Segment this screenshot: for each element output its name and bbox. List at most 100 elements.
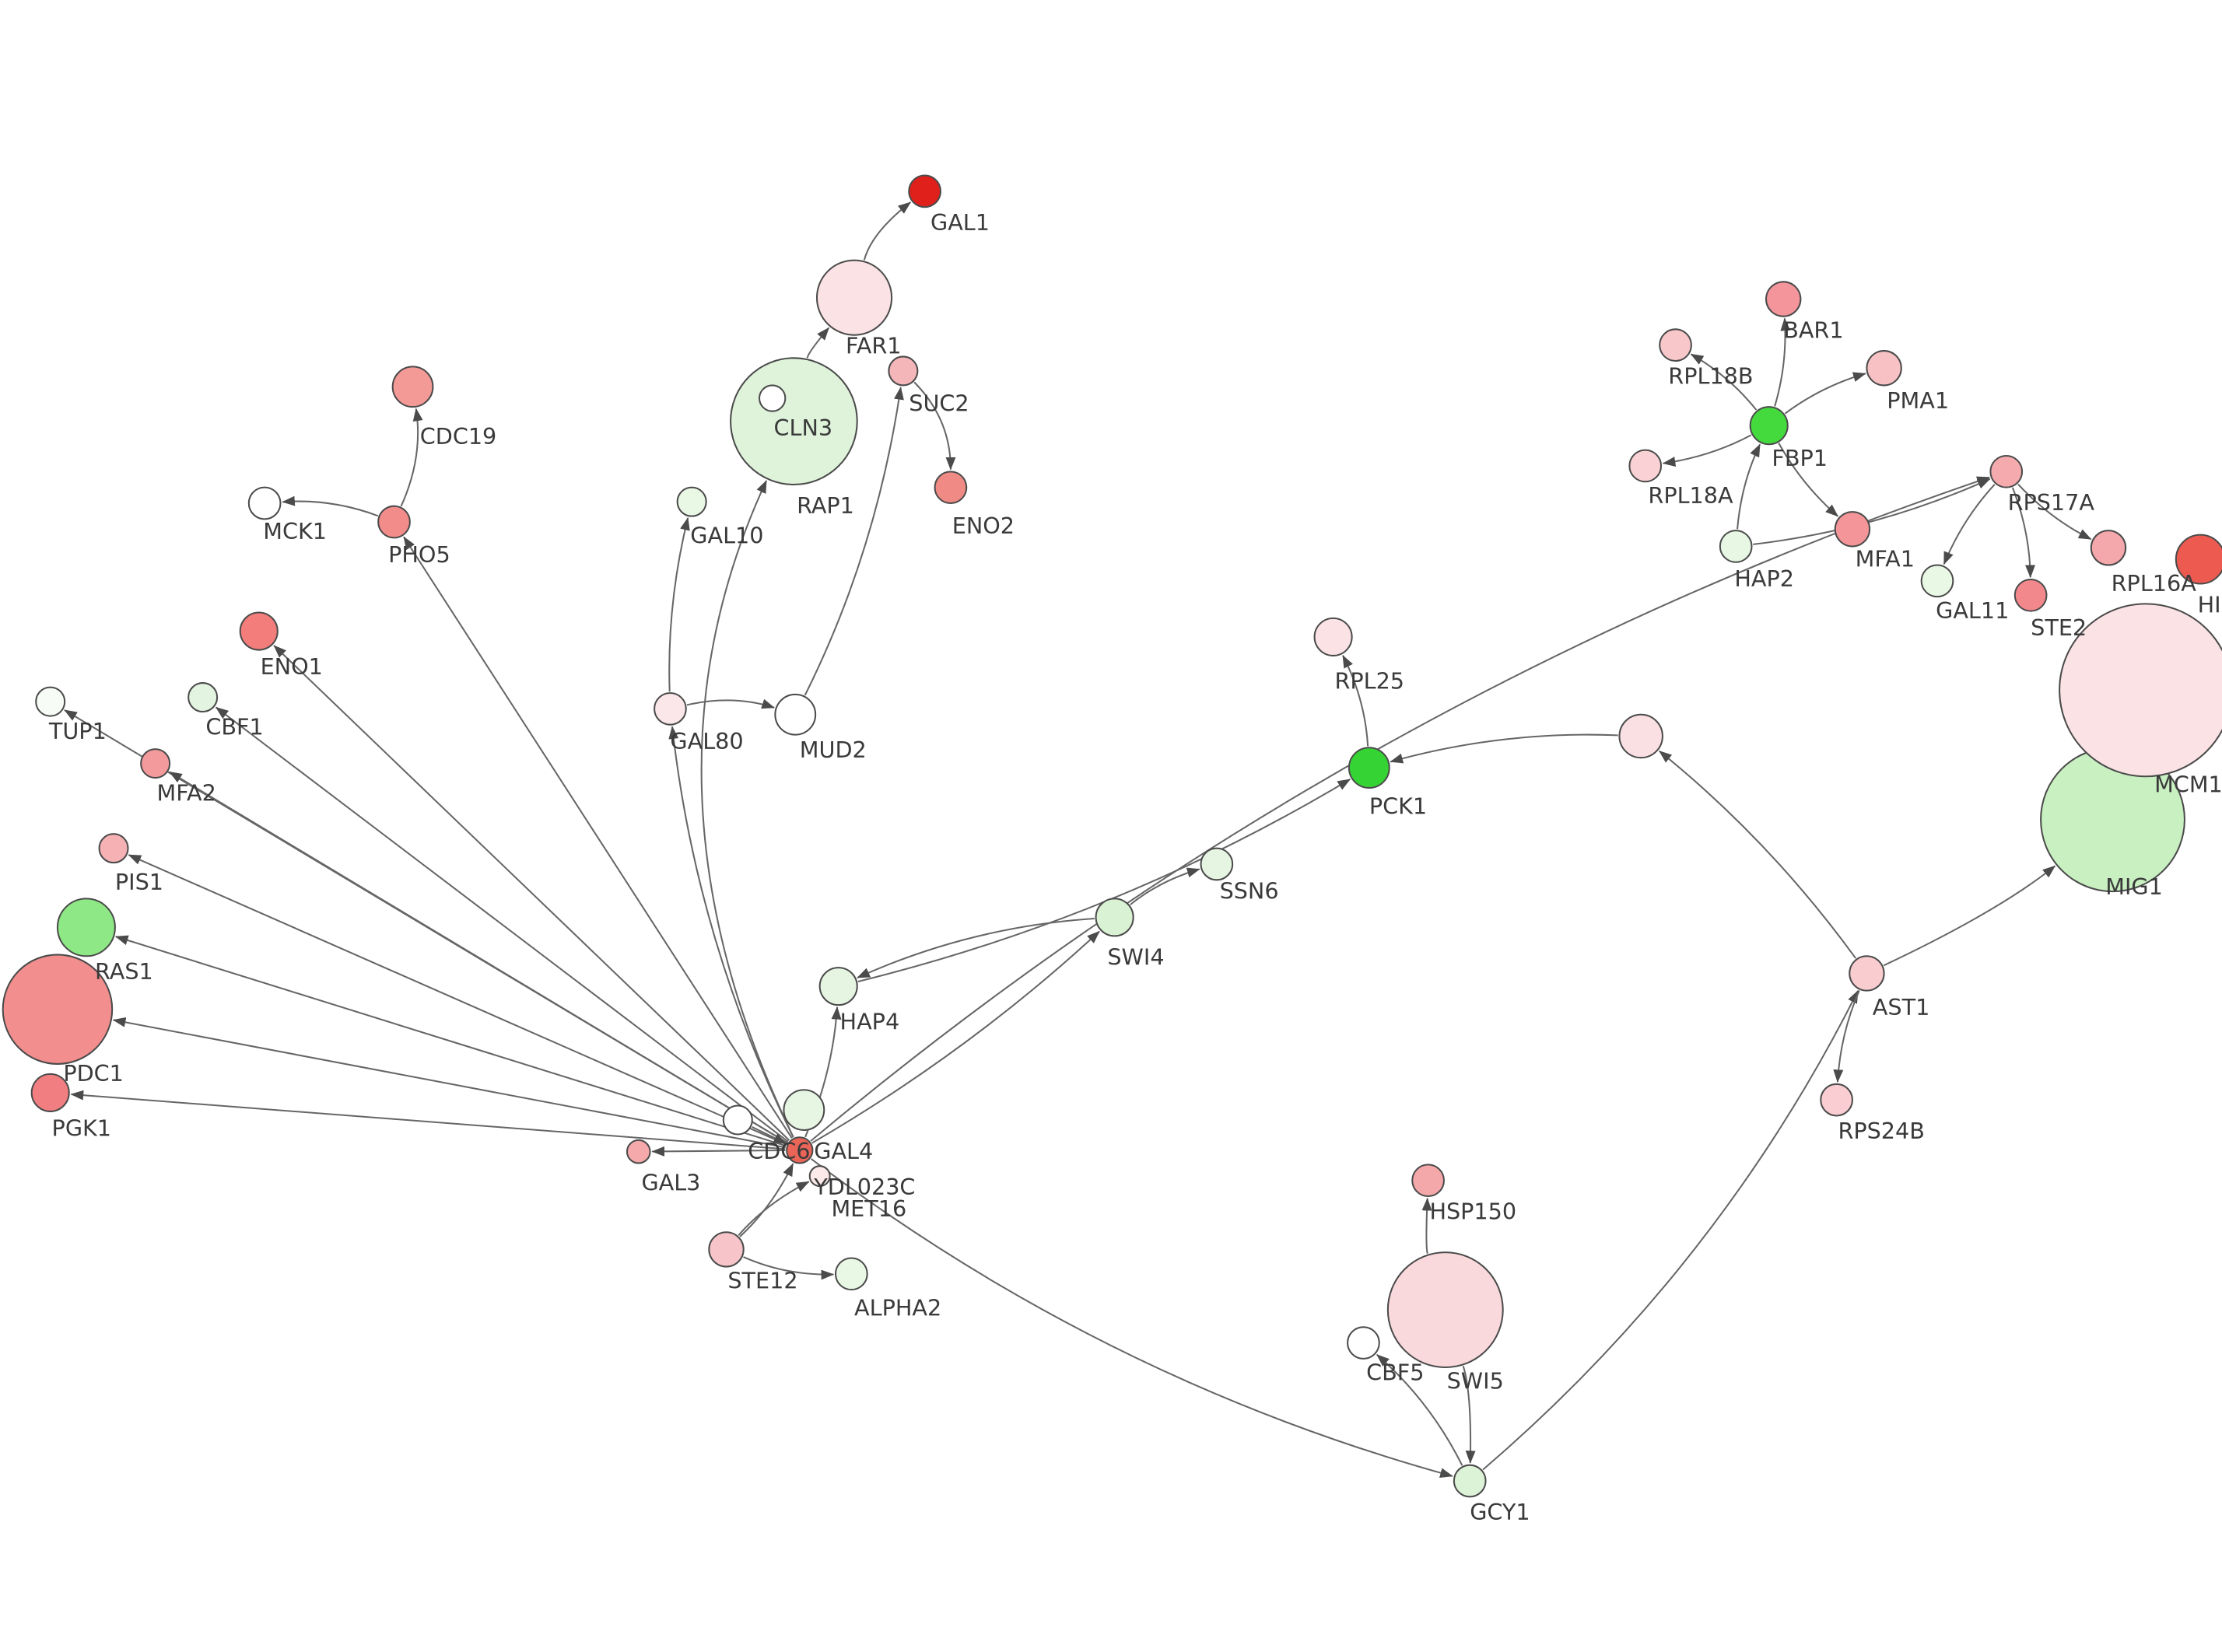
edge-GAL4-ENO1 [273,645,790,1141]
label-GAL80: GAL80 [670,728,743,754]
edge-FBP1-MFA1 [1778,443,1838,517]
edge-AST1-RPS24B [1833,990,1860,1083]
node-RPS17A[interactable] [1989,454,2024,488]
node-YDL023C[interactable] [783,1089,825,1131]
node-RPL18B[interactable] [1659,328,1692,362]
node-MFA2[interactable] [140,748,171,779]
edge-SUC2-ENO2 [913,381,956,471]
node-CBF1[interactable] [188,682,219,713]
label-MFA1: MFA1 [1856,545,1915,572]
label-RAS1: RAS1 [95,958,153,985]
node-STE12[interactable] [708,1231,745,1268]
label-GAL1: GAL1 [931,209,990,236]
node-MCM1[interactable] [2059,603,2222,778]
node-HSP150[interactable] [1411,1164,1445,1198]
node-ALPHA2[interactable] [834,1257,868,1291]
node-GAL80[interactable] [654,691,687,726]
node-SUC2[interactable] [888,355,919,387]
edge-SWI4-HAP4 [857,918,1095,978]
label-MUD2: MUD2 [800,737,867,763]
edge-MUD2-SUC2 [804,387,904,696]
node-MCK1[interactable] [247,486,282,520]
node-RPL18A[interactable] [1628,449,1663,483]
node-CBF5[interactable] [1347,1326,1380,1360]
node-SSN6[interactable] [1200,847,1234,881]
label-GAL10: GAL10 [690,523,763,549]
edge-SWI5-HSP150 [1421,1197,1432,1255]
edge-GAL4-CBF1 [215,706,789,1143]
label-AST1: AST1 [1873,994,1929,1020]
node-CDC6[interactable] [722,1104,753,1136]
node-BAR1[interactable] [1765,281,1802,317]
node-RAS1[interactable] [56,898,116,957]
edge-AST1-NODE1 [1659,750,1856,959]
label-GCY1: GCY1 [1470,1499,1530,1525]
node-GAL3[interactable] [626,1139,651,1164]
edge-FBP1-PMA1 [1784,372,1866,415]
node-SWI5[interactable] [1386,1251,1504,1368]
node-GCY1[interactable] [1453,1464,1487,1498]
edge-STE12-GAL4 [739,1163,794,1237]
label-MET16: MET16 [831,1195,906,1222]
node-MET16[interactable] [808,1165,831,1188]
node-SWI4[interactable] [1095,898,1134,937]
node-HIS4[interactable] [2175,534,2222,585]
node-CDC19[interactable] [391,366,434,408]
node-GAL4[interactable] [786,1136,814,1164]
edge-GAL4-RAS1 [114,935,787,1147]
node-PIS1[interactable] [98,833,129,864]
node-AST1[interactable] [1849,955,1885,992]
node-FBP1[interactable] [1749,406,1789,446]
edge-GCY1-CBF5 [1376,1353,1463,1466]
edge-GAL4-GCY1 [810,1158,1453,1478]
node-PGK1[interactable] [30,1073,70,1112]
node-PCK1[interactable] [1348,747,1390,789]
node-FAR1[interactable] [815,259,893,336]
node-ENO1[interactable] [239,611,279,651]
edges-layer [64,201,2092,1478]
label-BAR1: BAR1 [1783,317,1843,343]
node-GAL1[interactable] [908,174,941,208]
node-RAP1[interactable] [759,384,787,412]
node-HAP2[interactable] [1719,530,1753,563]
label-PCK1: PCK1 [1369,793,1427,819]
label-STE2: STE2 [2031,614,2087,641]
label-CLN3: CLN3 [774,415,833,441]
label-RPL25: RPL25 [1334,667,1404,694]
label-PIS1: PIS1 [115,869,163,895]
node-STE2[interactable] [2013,578,2048,612]
node-HAP4[interactable] [818,967,858,1006]
edge-STE12-ALPHA2 [743,1256,835,1280]
label-ALPHA2: ALPHA2 [854,1294,941,1321]
node-NODE1[interactable] [1618,713,1663,759]
node-RPS24B[interactable] [1820,1083,1853,1117]
node-MUD2[interactable] [774,693,817,736]
label-CDC6: CDC6 [748,1138,810,1164]
label-GAL11: GAL11 [1936,597,2009,624]
node-GAL10[interactable] [676,486,707,517]
label-PMA1: PMA1 [1887,387,1949,414]
label-SWI4: SWI4 [1107,943,1164,970]
node-GAL11[interactable] [1920,564,1954,598]
node-ENO2[interactable] [934,471,968,505]
node-RPL16A[interactable] [2090,530,2127,566]
edge-FBP1-RPL18A [1662,434,1752,467]
node-MFA1[interactable] [1834,511,1871,548]
node-RPL25[interactable] [1313,617,1353,656]
label-SWI5: SWI5 [1447,1368,1504,1395]
edge-GAL4-MFA2 [169,771,788,1144]
node-PDC1[interactable] [2,954,114,1065]
label-RPL16A: RPL16A [2112,570,2197,597]
edge-GAL4-SWI4 [811,930,1100,1144]
node-PHO5[interactable] [377,505,411,539]
edge-GAL4-PGK1 [70,1090,786,1150]
label-FBP1: FBP1 [1772,445,1828,471]
label-MCM1: MCM1 [2154,772,2222,798]
node-TUP1[interactable] [35,686,66,717]
node-PMA1[interactable] [1866,350,1902,387]
edge-CLN3-FAR1 [806,327,830,359]
edge-PHO5-CDC19 [400,408,423,507]
edge-GAL4-GAL80 [668,726,794,1138]
edge-GAL80-MUD2 [686,698,775,709]
